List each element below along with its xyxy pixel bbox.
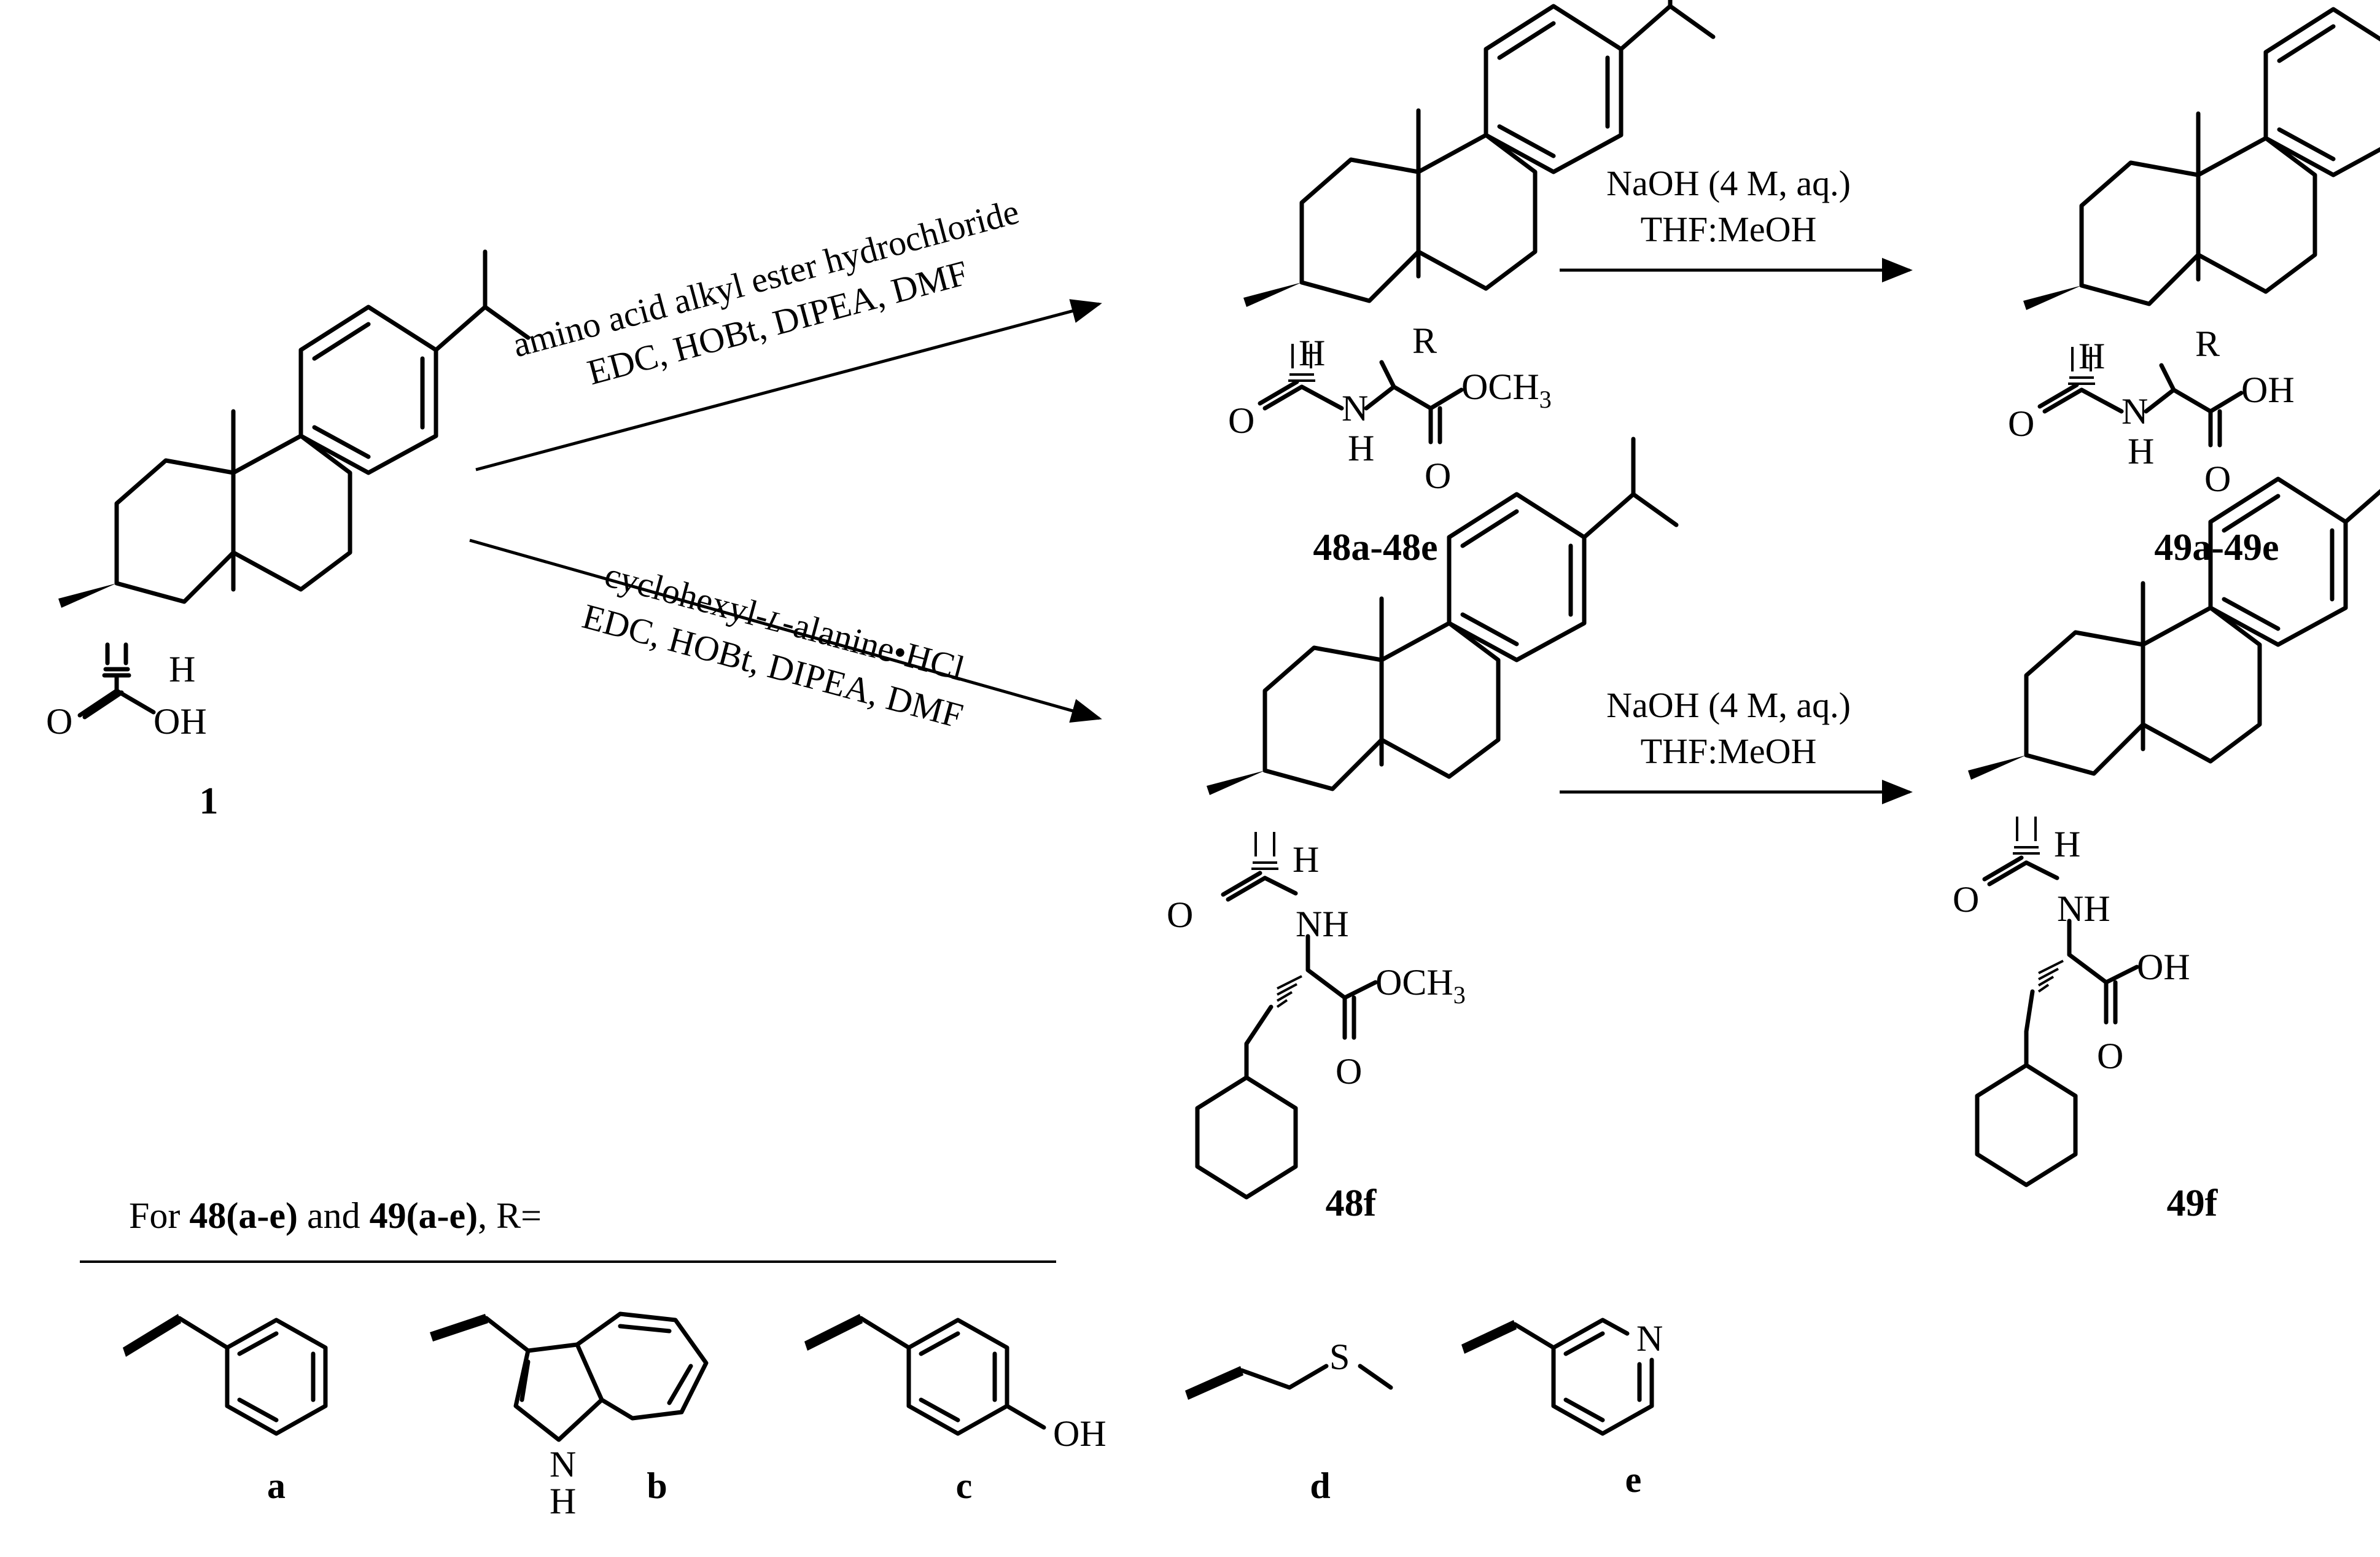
s-atom: S [1329,1337,1350,1377]
oh-group: OH [154,701,207,742]
oh-group: OH [2137,947,2190,987]
oh-group: OH [1053,1413,1106,1454]
legend-title: For 48(a-e) and 49(a-e), R= [129,1195,542,1236]
compound-48a-48e: H R O N H OCH3 O 48a-48e [1228,0,1713,569]
methoxy-group: OCH3 [1375,962,1466,1009]
nh-atom: N [550,1444,576,1485]
top-hydrolysis-arrow: NaOH (4 M, aq.) THF:MeOH [1560,163,1913,282]
compound-1-label: 1 [200,780,219,822]
substituent-e: N e [1461,1318,1663,1500]
h-atom: H [2128,431,2154,472]
n-atom: N [1636,1318,1663,1359]
o-atom: O [46,701,72,742]
o-atom: O [2097,1036,2123,1076]
nh-group: NH [1296,904,1349,944]
nh-group: NH [2057,888,2110,929]
h-atom: H [169,649,195,689]
o-atom: O [1953,879,1979,920]
o-atom: O [2204,459,2231,499]
n-atom: N [1342,388,1368,429]
r-group-legend: For 48(a-e) and 49(a-e), R= a N H b OH [80,1195,1663,1521]
substituent-b: N H b [430,1311,709,1521]
r-group: R [2195,324,2220,364]
h-atom: H [2054,824,2080,864]
hydrolysis-bottom-line1: NaOH (4 M, aq.) [1606,685,1851,725]
compound-48a-48e-label: 48a-48e [1313,527,1437,569]
oh-group: OH [2241,370,2295,410]
label-b: b [647,1466,667,1506]
label-e: e [1625,1459,1642,1500]
hydrolysis-top-line1: NaOH (4 M, aq.) [1606,163,1851,203]
compound-49f: H O NH OH O 49f [1953,424,2380,1224]
substituent-a: a [123,1314,328,1506]
n-atom: N [2121,391,2148,432]
compound-49f-label: 49f [2167,1182,2219,1224]
label-a: a [267,1466,286,1506]
top-reaction-arrow: amino acid alkyl ester hydrochloride EDC… [475,191,1102,472]
h-atom: H [1348,428,1374,468]
label-c: c [956,1466,973,1506]
compound-1: H O OH 1 [46,252,528,822]
methoxy-group: OCH3 [1461,367,1552,413]
h-atom: H [2079,336,2105,376]
o-atom: O [1336,1051,1362,1092]
h-atom: H [1293,839,1319,880]
compound-48f: H O NH OCH3 O 48f [1167,439,1676,1224]
o-atom: O [1228,400,1254,441]
hydrolysis-bottom-line2: THF:MeOH [1641,731,1817,771]
o-atom: O [1425,456,1451,496]
hydrolysis-top-line2: THF:MeOH [1641,209,1817,249]
nh-h: H [550,1481,576,1521]
compound-49a-49e: H R O N H OH O 49a-49e [2008,0,2380,569]
o-atom: O [2008,403,2034,444]
o-atom: O [1167,895,1193,935]
bottom-hydrolysis-arrow: NaOH (4 M, aq.) THF:MeOH [1560,685,1913,804]
compound-49a-49e-label: 49a-49e [2154,527,2279,569]
bottom-reaction-arrow: cyclohexyl-L-alanine•HCl EDC, HOBt, DIPE… [469,538,1102,736]
label-d: d [1310,1466,1330,1506]
r-group: R [1412,320,1437,361]
compound-48f-label: 48f [1326,1182,1377,1224]
substituent-d: S d [1185,1337,1393,1506]
substituent-c: OH c [804,1314,1106,1506]
h-atom: H [1299,333,1325,373]
